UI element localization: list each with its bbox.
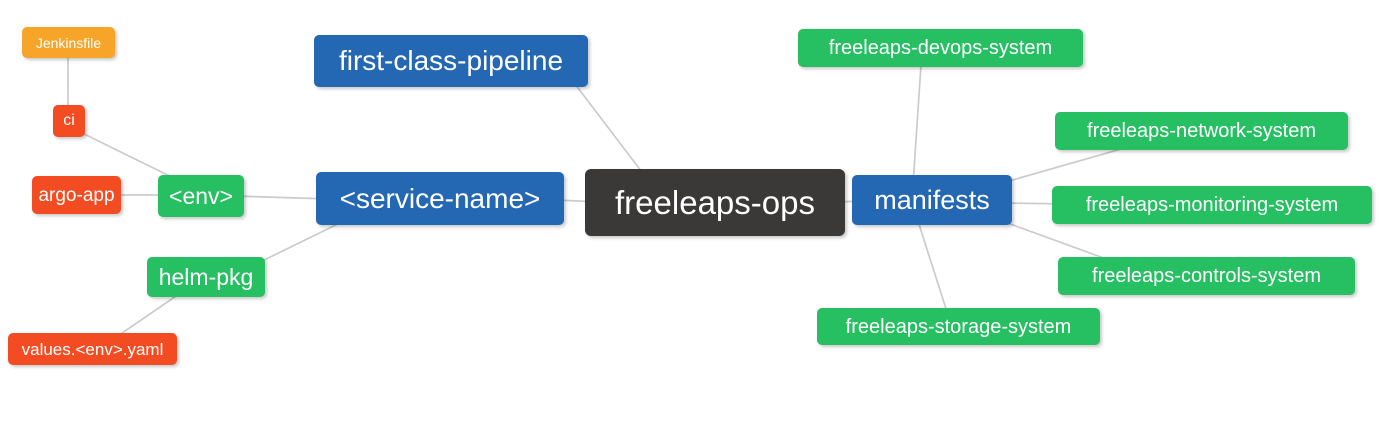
node-values-env-yaml[interactable]: values.<env>.yaml (8, 333, 177, 365)
edge-pipeline-ops (574, 83, 649, 181)
node-freeleaps-monitoring-system[interactable]: freeleaps-monitoring-system (1052, 186, 1372, 224)
edge-manifests-devops (912, 49, 923, 186)
node-env[interactable]: <env> (158, 175, 244, 217)
node-freeleaps-ops[interactable]: freeleaps-ops (585, 169, 845, 236)
node-freeleaps-network-system[interactable]: freeleaps-network-system (1055, 112, 1348, 150)
node-manifests[interactable]: manifests (852, 175, 1012, 225)
node-jenkinsfile[interactable]: Jenkinsfile (22, 27, 115, 58)
edge-manifests-storage (916, 217, 949, 316)
node-freeleaps-devops-system[interactable]: freeleaps-devops-system (798, 29, 1083, 67)
node-freeleaps-controls-system[interactable]: freeleaps-controls-system (1058, 257, 1355, 295)
edge-manifests-controls (1001, 220, 1121, 265)
node-argo-app[interactable]: argo-app (32, 176, 121, 214)
node-service-name[interactable]: <service-name> (316, 172, 564, 225)
node-helm-pkg[interactable]: helm-pkg (147, 257, 265, 297)
node-freeleaps-storage-system[interactable]: freeleaps-storage-system (817, 308, 1100, 345)
edge-service-name-helm-pkg (251, 217, 351, 267)
edge-manifests-network (1001, 146, 1129, 184)
edge-helm-pkg-values (111, 291, 183, 341)
edge-env-service-name (234, 195, 331, 200)
node-ci[interactable]: ci (53, 105, 85, 137)
node-first-class-pipeline[interactable]: first-class-pipeline (314, 35, 588, 87)
